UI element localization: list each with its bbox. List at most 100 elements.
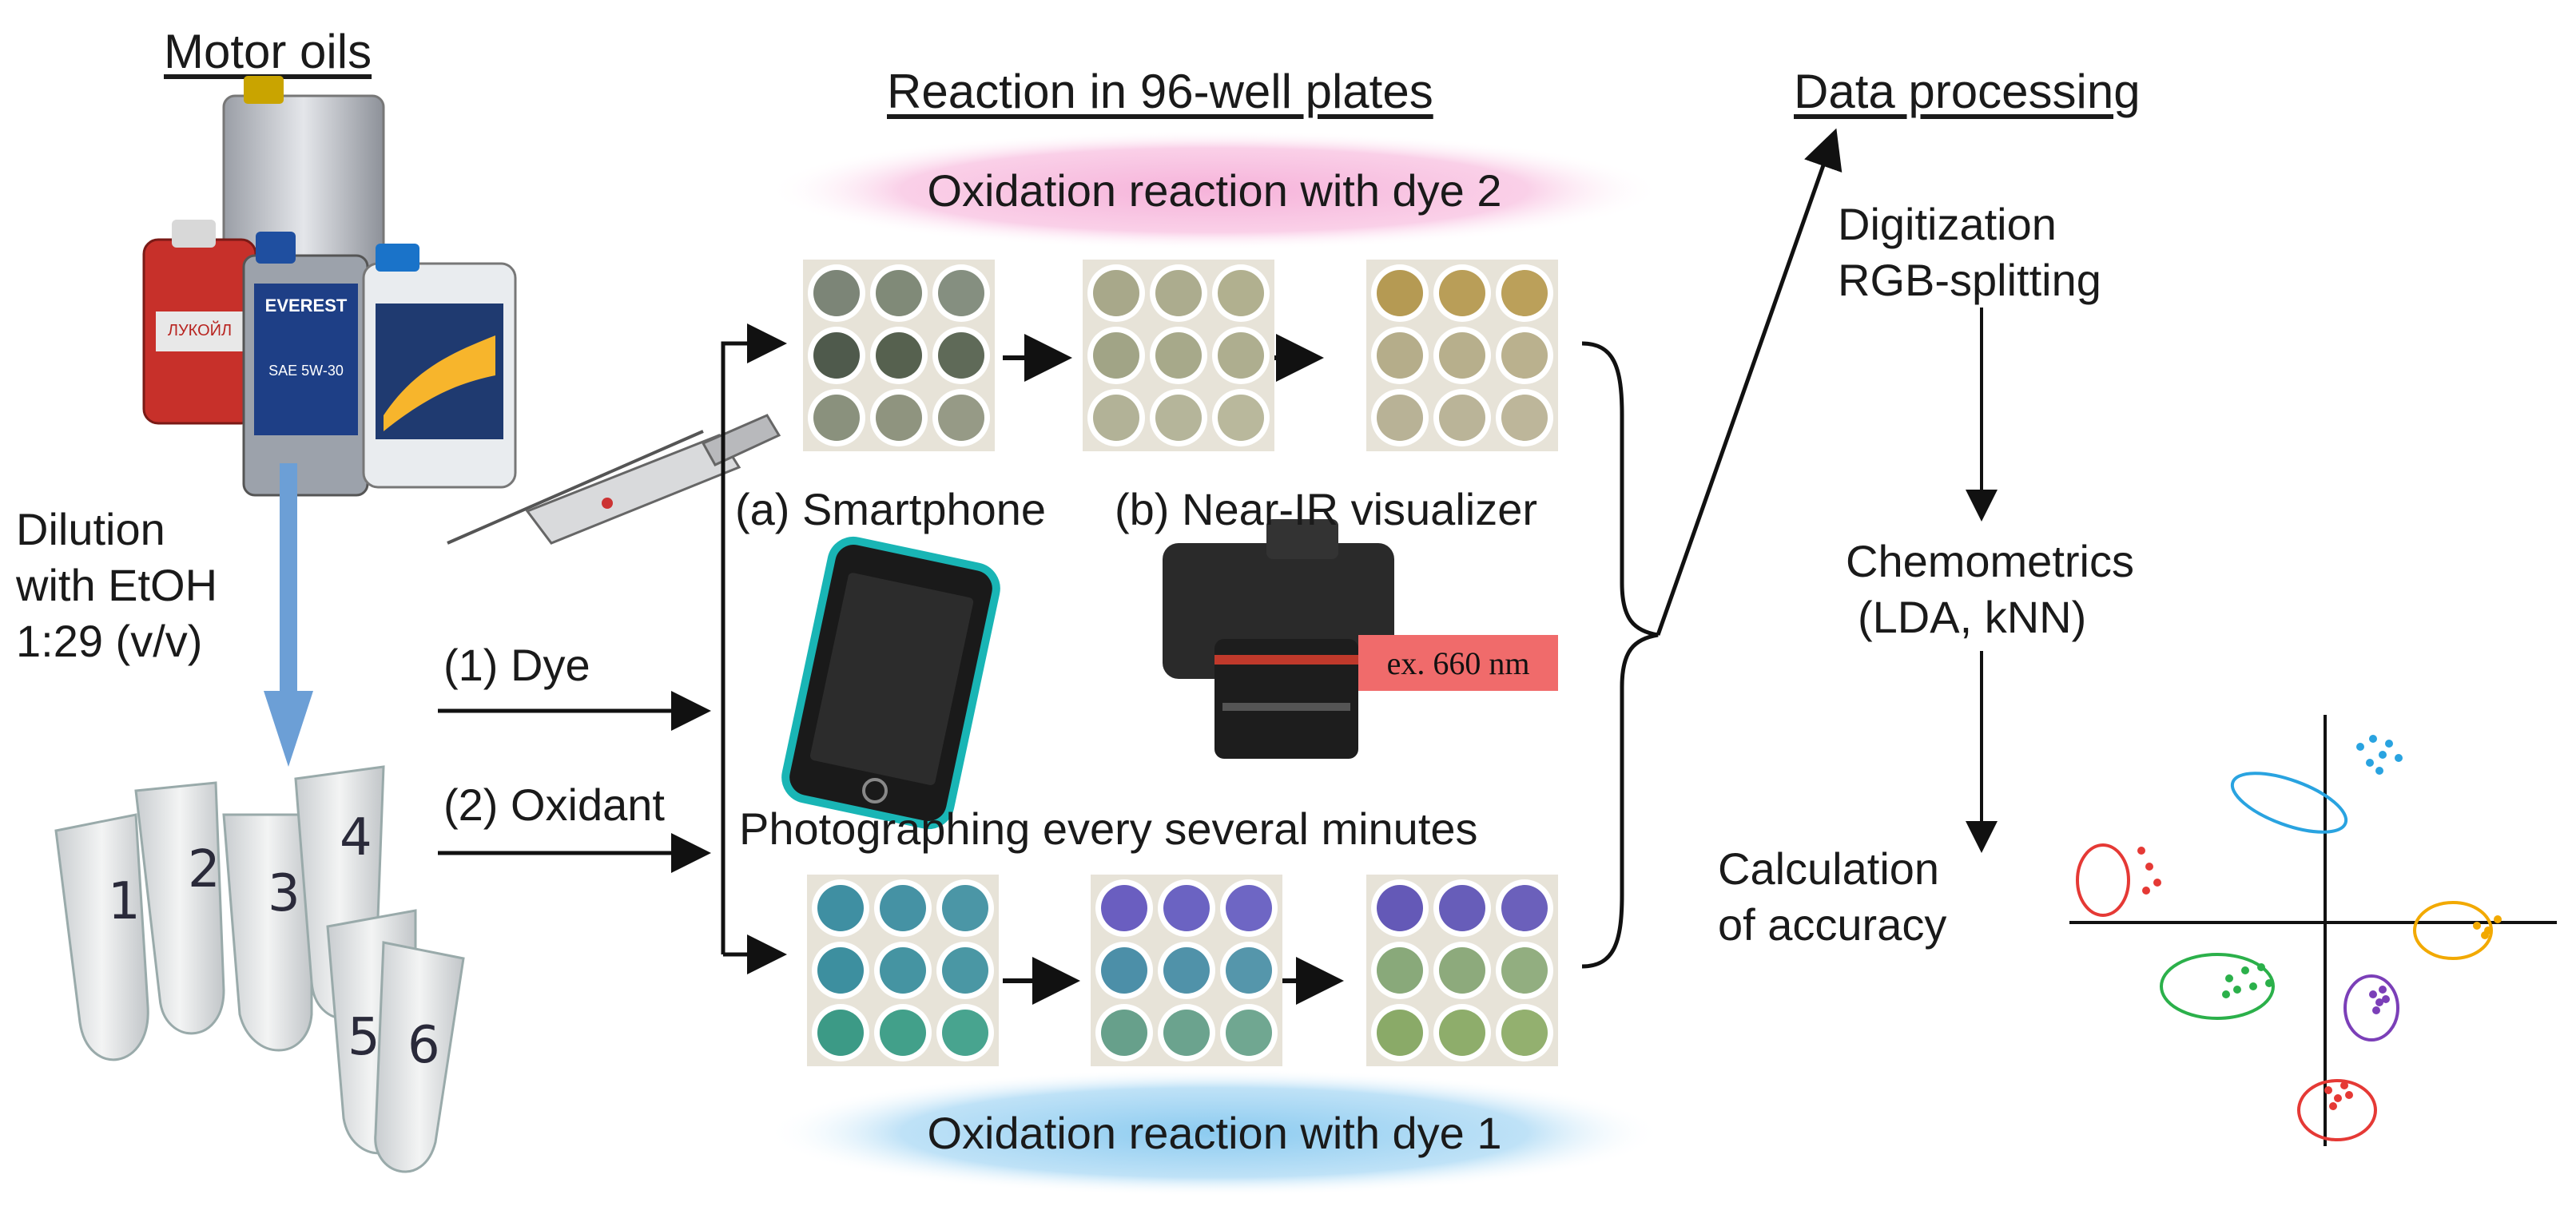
pipette-handle <box>701 414 781 466</box>
tube-number-3: 3 <box>268 864 300 923</box>
scatter-point-cluster-5 <box>2382 995 2390 1003</box>
cluster-ellipse-orange <box>2413 901 2493 960</box>
dilution-arrow-shaft <box>280 463 297 695</box>
dye1-well <box>817 885 864 931</box>
pipette <box>447 414 781 545</box>
motor-oil-bottles: EVEREST ЛУКОЙЛ SAE 5W-30 <box>142 76 517 497</box>
dye2-reaction-label: Oxidation reaction with dye 2 <box>927 165 1502 216</box>
dye2-well <box>1218 395 1264 441</box>
tube-number-1: 1 <box>108 872 141 931</box>
scatter-point-cluster-4 <box>2257 963 2265 971</box>
scatter-point-cluster-6 <box>2334 1094 2342 1102</box>
scatter-point-cluster-1 <box>2366 759 2374 767</box>
scatter-point-cluster-1 <box>2356 743 2364 751</box>
cluster-ellipse-red-1 <box>2076 843 2130 917</box>
dye1-well <box>1501 1010 1548 1056</box>
nearir-label: (b) Near-IR visualizer <box>1115 484 1537 534</box>
oil-bottle-gazprom-swoosh <box>384 335 495 431</box>
tube-3 <box>222 813 313 1052</box>
camera-lens-grip <box>1222 703 1350 711</box>
oil-bottle-red-cap <box>172 220 216 248</box>
dye2-well <box>1155 332 1202 379</box>
dilution-arrow <box>264 463 313 767</box>
dye1-well <box>880 947 926 994</box>
dye1-well <box>880 1010 926 1056</box>
oil-bottle-everest-cap <box>256 232 296 264</box>
scatter-point-cluster-4 <box>2241 966 2249 974</box>
dilution-arrow-head <box>264 691 313 767</box>
dye1-well <box>1226 947 1272 994</box>
dye1-well <box>817 1010 864 1056</box>
dilution-line-3: 1:29 (v/v) <box>16 616 203 666</box>
dye1-well <box>1501 947 1548 994</box>
camera-illustration <box>1163 519 1394 759</box>
scatter-point-cluster-6 <box>2345 1091 2353 1099</box>
bottle-label-sae: SAE 5W-30 <box>268 363 344 379</box>
dye1-well <box>880 885 926 931</box>
dye1-well <box>1226 1010 1272 1056</box>
dye1-well <box>1501 885 1548 931</box>
dye2-well <box>876 332 922 379</box>
scatter-point-cluster-6 <box>2340 1081 2348 1089</box>
dye2-well <box>1218 332 1264 379</box>
process-chemometrics: Chemometrics <box>1846 536 2134 586</box>
dye1-well <box>1101 1010 1147 1056</box>
cluster-ellipse-green <box>2160 953 2275 1020</box>
dye2-well <box>1218 270 1264 316</box>
scatter-point-cluster-3 <box>2494 915 2502 923</box>
dye1-well <box>1377 1010 1423 1056</box>
smartphone-label: (a) Smartphone <box>735 484 1047 534</box>
scatter-point-cluster-4 <box>2233 986 2241 994</box>
dye2-well <box>1501 395 1548 441</box>
heading-data-processing: Data processing <box>1794 65 2141 118</box>
dye1-well <box>1226 885 1272 931</box>
dye1-well <box>1101 885 1147 931</box>
smartphone-home-button <box>862 778 888 803</box>
dye2-well <box>1377 270 1423 316</box>
dye2-well <box>1501 270 1548 316</box>
heading-motor-oils: Motor oils <box>164 25 372 78</box>
dye2-well <box>1501 332 1548 379</box>
oil-bottle-gazprom-cap <box>376 244 419 272</box>
smartphone-illustration <box>781 536 1000 830</box>
camera-viewfinder <box>1266 519 1338 559</box>
sample-tubes: 1 2 3 4 5 6 <box>54 765 465 1173</box>
heading-reaction: Reaction in 96-well plates <box>887 65 1433 118</box>
cluster-ellipse-blue <box>2230 772 2348 834</box>
dye1-well <box>1163 947 1210 994</box>
oil-bottle-everest-label <box>254 284 358 435</box>
dye1-well <box>1101 947 1147 994</box>
step-oxidant-label: (2) Oxidant <box>443 780 665 830</box>
dye2-well <box>1093 332 1139 379</box>
tube-number-4: 4 <box>340 808 372 867</box>
dye1-well <box>1377 885 1423 931</box>
excitation-badge: ex. 660 nm <box>1358 635 1558 691</box>
scatter-point-cluster-5 <box>2369 990 2377 998</box>
split-arrow-top <box>721 323 787 954</box>
dye1-well <box>942 885 988 931</box>
step-dye-label: (1) Dye <box>443 640 590 690</box>
dilution-line-1: Dilution <box>16 504 165 554</box>
scatter-point-cluster-2 <box>2142 887 2150 895</box>
dye1-well <box>1439 1010 1485 1056</box>
pipette-body <box>525 434 741 545</box>
scatter-point-cluster-1 <box>2369 735 2377 743</box>
dye1-well <box>1377 947 1423 994</box>
scatter-point-cluster-5 <box>2379 986 2387 994</box>
lda-scatter-plot <box>2069 715 2557 1146</box>
scatter-point-cluster-5 <box>2372 1006 2380 1014</box>
dye2-well <box>1439 395 1485 441</box>
dye2-well <box>938 332 984 379</box>
dye1-well <box>1163 885 1210 931</box>
scatter-point-cluster-3 <box>2473 922 2481 930</box>
pipette-tip <box>447 430 704 545</box>
smartphone-screen <box>809 573 974 786</box>
tube-2 <box>134 781 225 1035</box>
dye1-well <box>942 1010 988 1056</box>
dye1-well <box>1439 947 1485 994</box>
camera-lens <box>1214 639 1358 759</box>
tube-1 <box>54 813 149 1061</box>
bottle-label-everest: EVEREST <box>265 296 348 315</box>
tube-number-2: 2 <box>188 840 221 899</box>
scatter-point-cluster-3 <box>2481 931 2489 939</box>
